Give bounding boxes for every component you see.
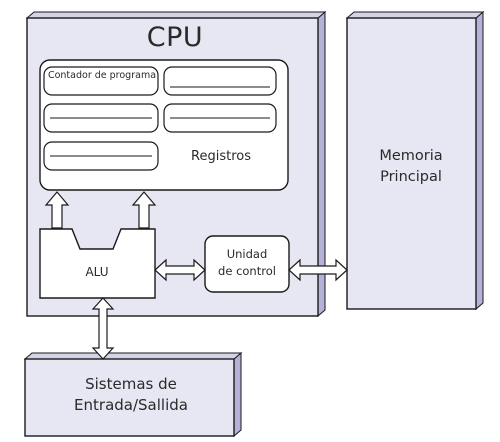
io-systems-box <box>23 351 243 438</box>
register <box>163 66 277 96</box>
control-memory-arrow <box>288 258 348 282</box>
main-memory-box <box>345 10 485 311</box>
registers-label: Registros <box>191 149 251 164</box>
control-unit-label: Unidad de control <box>218 247 276 278</box>
alu-control-arrow <box>154 258 206 282</box>
main-memory-label: Memoria Principal <box>379 148 443 185</box>
io-systems-label: Sistemas de Entrada/Sallida <box>74 375 188 414</box>
alu-to-registers-arrow <box>131 191 157 229</box>
cpu-title: CPU <box>146 22 204 53</box>
alu-to-registers-arrow <box>44 191 70 229</box>
control-unit-box <box>204 235 290 293</box>
alu-shape <box>39 228 156 299</box>
program-counter-label: Contador de programa <box>47 70 157 81</box>
program-counter-register <box>43 66 159 96</box>
alu-io-arrow <box>91 297 115 360</box>
alu-label: ALU <box>85 265 109 279</box>
